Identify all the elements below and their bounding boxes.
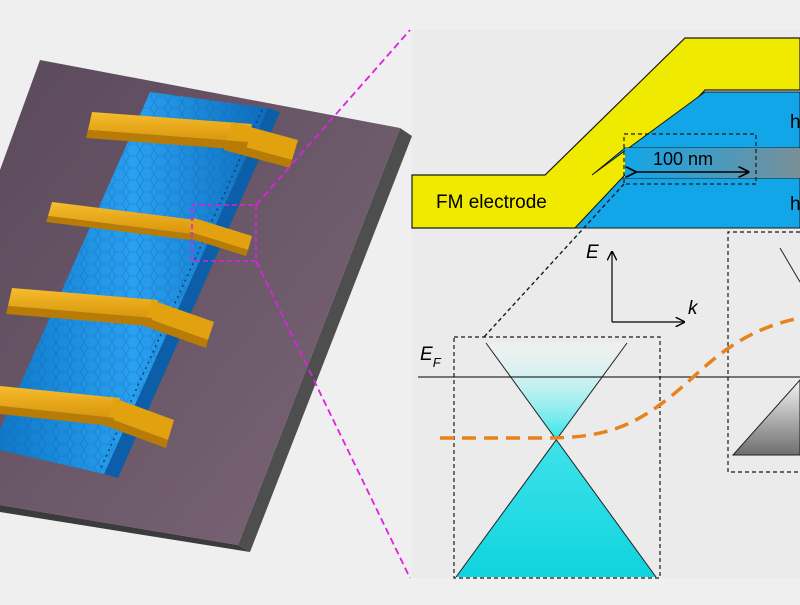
- substrate-side-right: [238, 128, 412, 552]
- right-top-partial-label: h: [790, 112, 800, 133]
- dirac-line-b: [455, 342, 628, 578]
- inset-panel: 100 nm FM electrode h h E k EF: [411, 30, 800, 579]
- substrate-side-bottom: [0, 505, 250, 552]
- gray-band-upper-edge: [779, 247, 800, 283]
- scale-label: 100 nm: [653, 149, 713, 169]
- band-box-right: [727, 231, 800, 473]
- gray-band-lower: [731, 379, 800, 456]
- channel-texture: [0, 92, 268, 474]
- potential-curve: [440, 316, 800, 440]
- energy-axis-label: E: [586, 242, 599, 263]
- momentum-axis-label: k: [688, 298, 699, 319]
- gold-contact-2: [46, 202, 252, 256]
- gold-contact-4: [0, 386, 174, 448]
- fm-electrode-shape: [411, 37, 800, 229]
- gold-contact-3: [6, 288, 214, 348]
- zoom-box: [191, 204, 257, 262]
- fermi-level-main: E: [420, 344, 433, 365]
- guide-line-top: [255, 29, 411, 206]
- band-box-left: [453, 336, 661, 579]
- fermi-level-sub: F: [433, 355, 442, 370]
- channel-side: [104, 108, 280, 478]
- blue-layer-lower: [573, 177, 800, 229]
- guide-line-bottom: [255, 260, 411, 579]
- device-illustration: [0, 60, 412, 552]
- dirac-line-a: [485, 342, 657, 578]
- fm-electrode-label: FM electrode: [436, 192, 547, 213]
- selection-box: [623, 133, 757, 185]
- gold-contact-1: [86, 112, 298, 168]
- right-bottom-partial-label: h: [790, 194, 800, 215]
- dirac-cone-lower: [456, 440, 656, 577]
- dirac-cone-upper: [486, 343, 627, 440]
- fermi-level-label: EF: [420, 344, 442, 370]
